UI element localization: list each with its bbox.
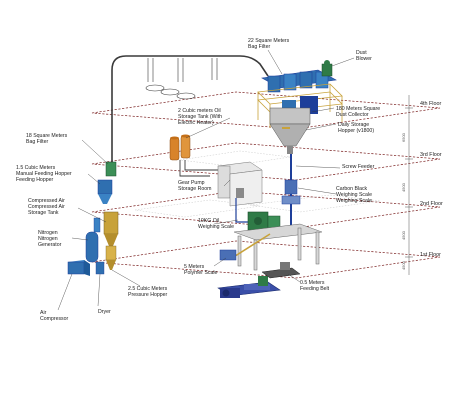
- floor-plane-4: [91, 91, 441, 130]
- floor-plane-3: [91, 142, 441, 181]
- pressure-hopper-icon: [103, 211, 119, 270]
- label-daily-hopper: Daily Storage Hopper (v1800): [338, 122, 375, 134]
- pipe-supports: [145, 58, 218, 100]
- air-compressor-icon: [67, 260, 90, 276]
- dryer-icon: [95, 261, 105, 275]
- mixer-icon: [247, 211, 281, 231]
- floor-planes: [91, 91, 441, 279]
- floor-plane-1: [91, 240, 441, 279]
- top-bag-filter-icon: [257, 69, 343, 128]
- inclined-conveyor: [231, 233, 271, 259]
- label-screw-feeder: Screw Feeder: [342, 164, 375, 170]
- gear-pump-room-icon: [217, 161, 263, 207]
- compressed-air-tank-icon: [85, 231, 99, 263]
- floor-label-1: 1st Floor: [420, 252, 441, 258]
- label-feeding-belt: 0.5 Meters Feeding Belt: [300, 280, 330, 292]
- carbon-black-scale-icon: [281, 179, 301, 205]
- floor-label-2: 2nd Floor: [420, 201, 443, 207]
- oil-storage-tank-icon: [169, 134, 191, 161]
- label-compressed-air: Compressed Air Compressed Air Storage Ta…: [28, 198, 65, 216]
- polymer-scale-icon: [219, 249, 237, 261]
- label-carbon-black-scale: Carbon Black Weighing Scale Weighing Sca…: [336, 186, 372, 204]
- platform-icon: [233, 223, 323, 271]
- floor-plane-2: [91, 190, 441, 229]
- leader-lines: [57, 49, 355, 311]
- label-bag-filter-18: 18 Square Meters Bag Filter: [26, 133, 68, 145]
- bag-filter-18-icon: [105, 161, 117, 177]
- label-oil-scale: 10KG Oil Weighing Scale: [198, 218, 234, 230]
- label-polymer-scale: 5 Meters Polymer Scale: [184, 264, 218, 276]
- daily-storage-hopper-icon: [269, 107, 311, 154]
- dimension-3: 4500: [401, 183, 406, 192]
- label-dryer: Dryer: [98, 309, 111, 315]
- floor-label-4: 4th Floor: [420, 101, 442, 107]
- label-nitrogen: Nitrogen Nitrogen Generator: [38, 230, 62, 248]
- dust-blower-icon: [321, 60, 333, 77]
- label-air-compressor: Air Compressor: [40, 310, 69, 322]
- label-oil-tank: 2 Cubic meters Oil Storage Tank (With El…: [178, 108, 223, 126]
- dimension-4: 6500: [401, 133, 406, 142]
- dimension-rail: [405, 95, 413, 275]
- dimension-2: 4500: [401, 231, 406, 240]
- manual-feeding-hopper-icon: [97, 179, 113, 204]
- extruder-icon: [217, 276, 281, 298]
- label-manual-hopper: 1.5 Cubic Meters Manual Feeding Hopper F…: [16, 165, 72, 183]
- label-bag-filter-22: 22 Square Meters Bag Filter: [248, 38, 290, 50]
- dimension-1: 4500: [401, 261, 406, 270]
- label-dust-blower: Dust Blower: [356, 50, 372, 62]
- label-gear-pump: Gear Pump Storage Room: [178, 180, 212, 192]
- label-dust-collector: 180 Meters Square Dust Collector: [336, 106, 381, 118]
- label-pressure-hopper: 2.5 Cubic Meters Pressure Hopper: [128, 286, 168, 298]
- nitrogen-generator-icon: [93, 217, 101, 233]
- feeding-belt-icon: [261, 262, 301, 279]
- pneumatic-pipe: [111, 55, 269, 168]
- floor-label-3: 3rd Floor: [420, 152, 442, 158]
